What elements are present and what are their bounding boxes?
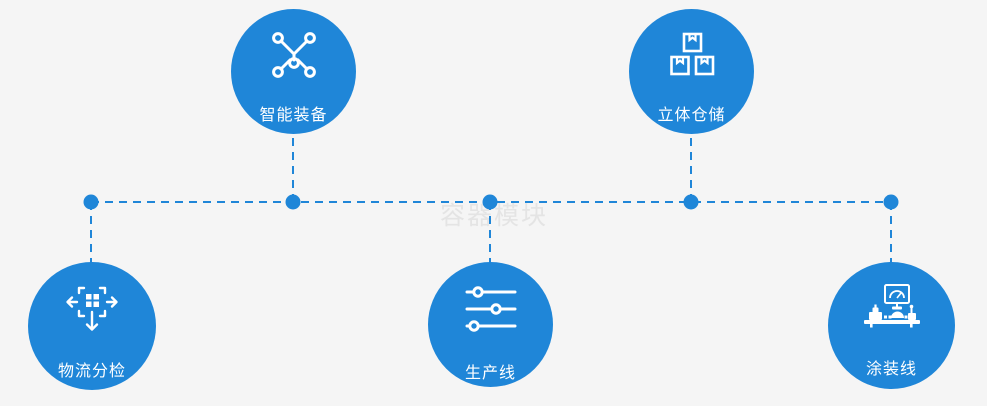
sorting-arrows-icon [64,282,120,339]
sliders-icon [465,286,517,337]
stacked-boxes-icon [668,32,716,83]
node-label-painting-line: 涂装线 [865,361,917,378]
node-painting-line[interactable]: 涂装线 [828,262,955,389]
node-production-line[interactable]: 生产线 [428,262,553,387]
center-watermark-text: 容器模块 [439,202,548,230]
factory-monitor-icon [863,284,921,333]
node-label-smart-equipment: 智能装备 [259,107,328,124]
network-nodes-icon [269,30,319,85]
node-label-logistics-sorting: 物流分检 [57,363,126,380]
junction-dot-smart-equipment[interactable] [285,194,301,210]
node-logistics-sorting[interactable]: 物流分检 [28,262,156,390]
node-label-production-line: 生产线 [464,365,516,382]
junction-dot-logistics-sorting[interactable] [83,194,99,210]
node-stereoscopic-warehouse[interactable]: 立体仓储 [629,9,754,134]
junction-dot-painting-line[interactable] [883,194,899,210]
node-smart-equipment[interactable]: 智能装备 [231,9,356,134]
junction-dot-stereoscopic-warehouse[interactable] [683,194,699,210]
node-label-stereoscopic-warehouse: 立体仓储 [657,107,726,124]
